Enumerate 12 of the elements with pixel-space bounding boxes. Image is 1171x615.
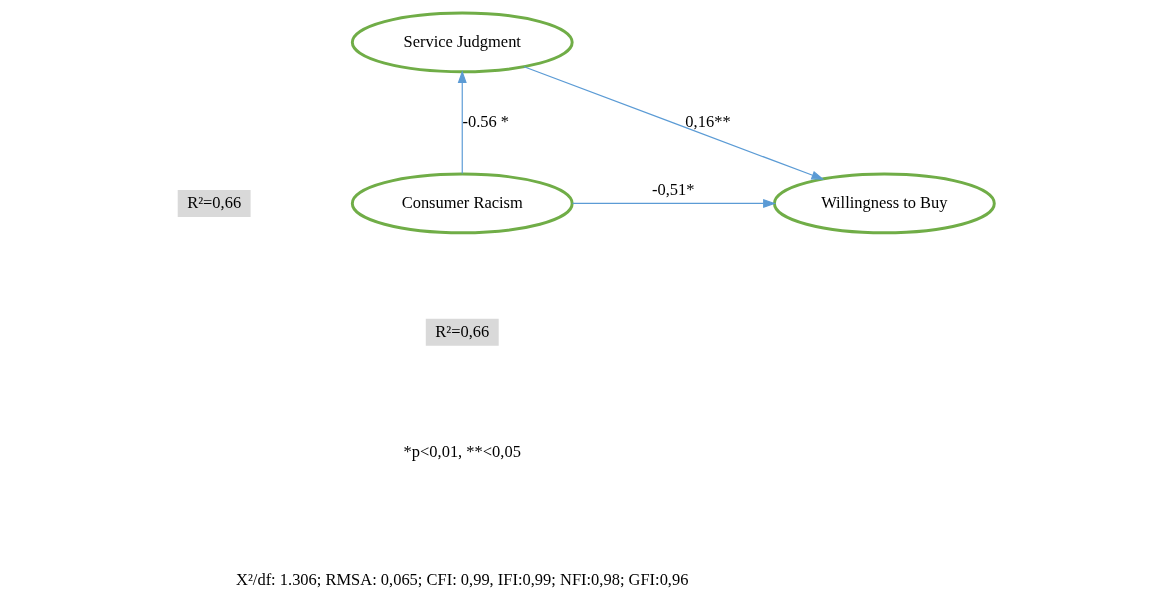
- arrow: [457, 70, 467, 175]
- node-ellipse: Service Judgment: [350, 11, 574, 74]
- node-ellipse: Consumer Racism: [350, 172, 574, 235]
- arrow: [523, 66, 824, 180]
- edge-label: 0,16**: [684, 112, 731, 132]
- label: R²=0,66: [186, 192, 241, 212]
- label: R²=0,66: [434, 321, 489, 341]
- label: *p<0,01, **<0,05: [403, 442, 521, 462]
- label: X²/df: 1.306; RMSA: 0,065; CFI: 0,99, IFI:0,99; NFI:0,98; GFI:0,96: [235, 570, 688, 590]
- edge-label: -0,51*: [651, 180, 695, 200]
- arrow: [571, 198, 776, 208]
- edge-label: -0.56 *: [461, 112, 509, 132]
